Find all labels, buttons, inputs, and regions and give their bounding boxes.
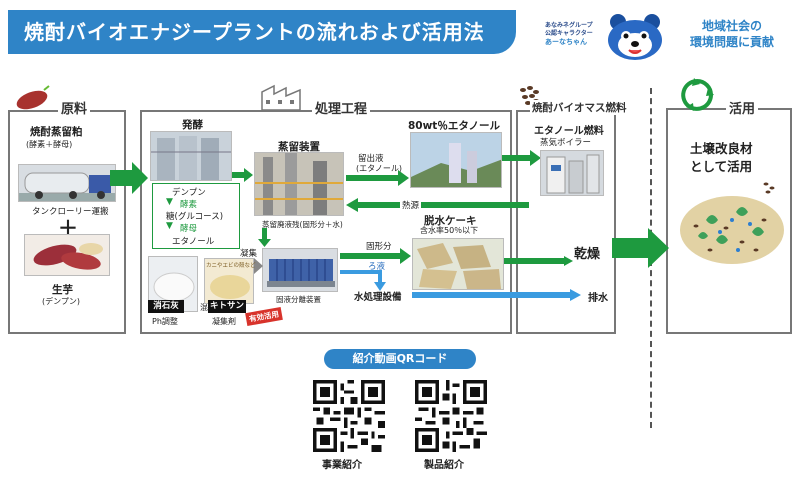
ferment-label: 発酵 <box>182 119 203 131</box>
distillate-label: 留出液 <box>358 154 384 164</box>
qr-code-business[interactable] <box>313 380 385 452</box>
raw-item1: 焼酎蒸留粕 <box>30 126 83 138</box>
chitosan-badge: キトサン <box>208 300 246 313</box>
coagulate-label: 凝集 <box>240 249 258 259</box>
group-line2: 公認キャラクター <box>545 30 593 37</box>
arrow-ethanol-to-fuel <box>502 150 541 166</box>
arrow-distill-to-ethanol <box>346 170 409 186</box>
distill-label: 蒸留装置 <box>278 141 320 153</box>
arrow-raw-to-process <box>110 162 148 194</box>
arrow-ferment-to-distill <box>232 168 253 182</box>
cake-label: 脱水ケーキ <box>424 215 477 227</box>
chitosan-photo <box>204 258 254 304</box>
fuel-label: エタノール燃料 <box>534 126 604 137</box>
tagline-line2: 環境問題に貢献 <box>690 35 775 49</box>
lime-badge: 消石灰 <box>148 300 184 313</box>
ethanol-plant-photo <box>410 132 502 188</box>
arrow-cake-to-dry <box>504 256 573 266</box>
soil-improvement-illustration <box>680 182 784 264</box>
qr-code-product[interactable] <box>415 380 487 452</box>
distillation-unit-photo <box>254 152 344 216</box>
sweet-potato-icon <box>16 85 50 110</box>
heat-label: 熱源 <box>400 199 422 211</box>
arrow-separator-to-water <box>340 270 386 291</box>
use-line2: として活用 <box>690 159 753 174</box>
raw-item1-sub: (酵素＋酵母) <box>26 140 73 149</box>
boiler-photo <box>540 150 604 196</box>
filtrate-label: ろ液 <box>368 262 386 272</box>
fermentation-tank-photo <box>150 131 232 181</box>
separator-label: 固液分離装置 <box>276 295 321 304</box>
group-line1: あなみネグループ <box>545 22 593 29</box>
flow-yeast: 酵母 <box>180 224 198 234</box>
solid-liquid-separator-photo <box>262 248 338 292</box>
recycle-icon <box>681 78 714 111</box>
distill-residue-label: 蒸留廃液残(固形分＋水) <box>262 220 343 229</box>
ph-label: Ph調整 <box>152 317 178 326</box>
mascot-icon <box>608 14 662 60</box>
process-title: 処理工程 <box>312 98 371 117</box>
arrow-separator-to-cake <box>340 248 411 264</box>
flow-ethanol: エタノール <box>172 237 215 247</box>
fermentation-flow-box <box>152 183 240 249</box>
raw-item2: 生芋 <box>52 284 73 296</box>
group-caption: あなみネグループ 公認キャラクター あーなちゃん <box>545 22 593 46</box>
qr-product-label: 製品紹介 <box>424 460 464 471</box>
dewatered-cake-photo <box>412 238 504 290</box>
arrow-drain <box>412 289 581 301</box>
page-title: 焼酎バイオエナジープラントの流れおよび活用法 <box>8 10 516 54</box>
tagline: 地域社会の 環境問題に貢献 <box>690 18 774 50</box>
truck-label: タンクローリー運搬 <box>32 207 109 217</box>
use-title: 活用 <box>726 98 759 117</box>
arrow-heat-source <box>346 198 529 212</box>
boiler-label: 蒸気ボイラー <box>540 138 592 148</box>
sweet-potato-photo <box>24 234 110 276</box>
biomass-title: 焼酎バイオマス燃料 <box>530 100 629 115</box>
distillate-sub-label: (エタノール) <box>356 164 403 173</box>
arrow-distill-to-separator <box>258 228 271 247</box>
qr-title: 紹介動画QRコード <box>324 349 476 369</box>
water-treatment-label: 水処理設備 <box>354 292 402 303</box>
coagulant-label: 凝集剤 <box>212 317 236 326</box>
flow-enzyme: 酵素 <box>180 200 198 210</box>
arrow-down-yeast-icon: ▼ <box>166 221 173 231</box>
factory-icon <box>261 84 301 111</box>
raw-item2-sub: (デンプン) <box>42 297 81 306</box>
flow-glucose: 糖(グルコース) <box>166 212 224 222</box>
solids-label: 固形分 <box>366 242 392 252</box>
drain-label: 排水 <box>588 293 608 304</box>
crab-label: カニやエビの殻など <box>206 263 256 269</box>
use-line1: 土壌改良材 <box>690 141 753 156</box>
cake-sub-label: 含水率50％以下 <box>420 226 479 235</box>
raw-title: 原料 <box>58 98 91 117</box>
mascot-name: あーなちゃん <box>545 38 587 46</box>
tanker-truck-photo <box>18 164 116 202</box>
arrow-down-enzyme-icon: ▼ <box>166 197 173 207</box>
flow-starch: デンプン <box>172 188 206 198</box>
arrow-dry-to-use <box>612 228 669 268</box>
dry-label: 乾燥 <box>574 247 601 262</box>
ethanol80-label: 80wt％エタノール <box>408 120 501 132</box>
tagline-line1: 地域社会の <box>702 19 763 33</box>
qr-business-label: 事業紹介 <box>322 460 362 471</box>
